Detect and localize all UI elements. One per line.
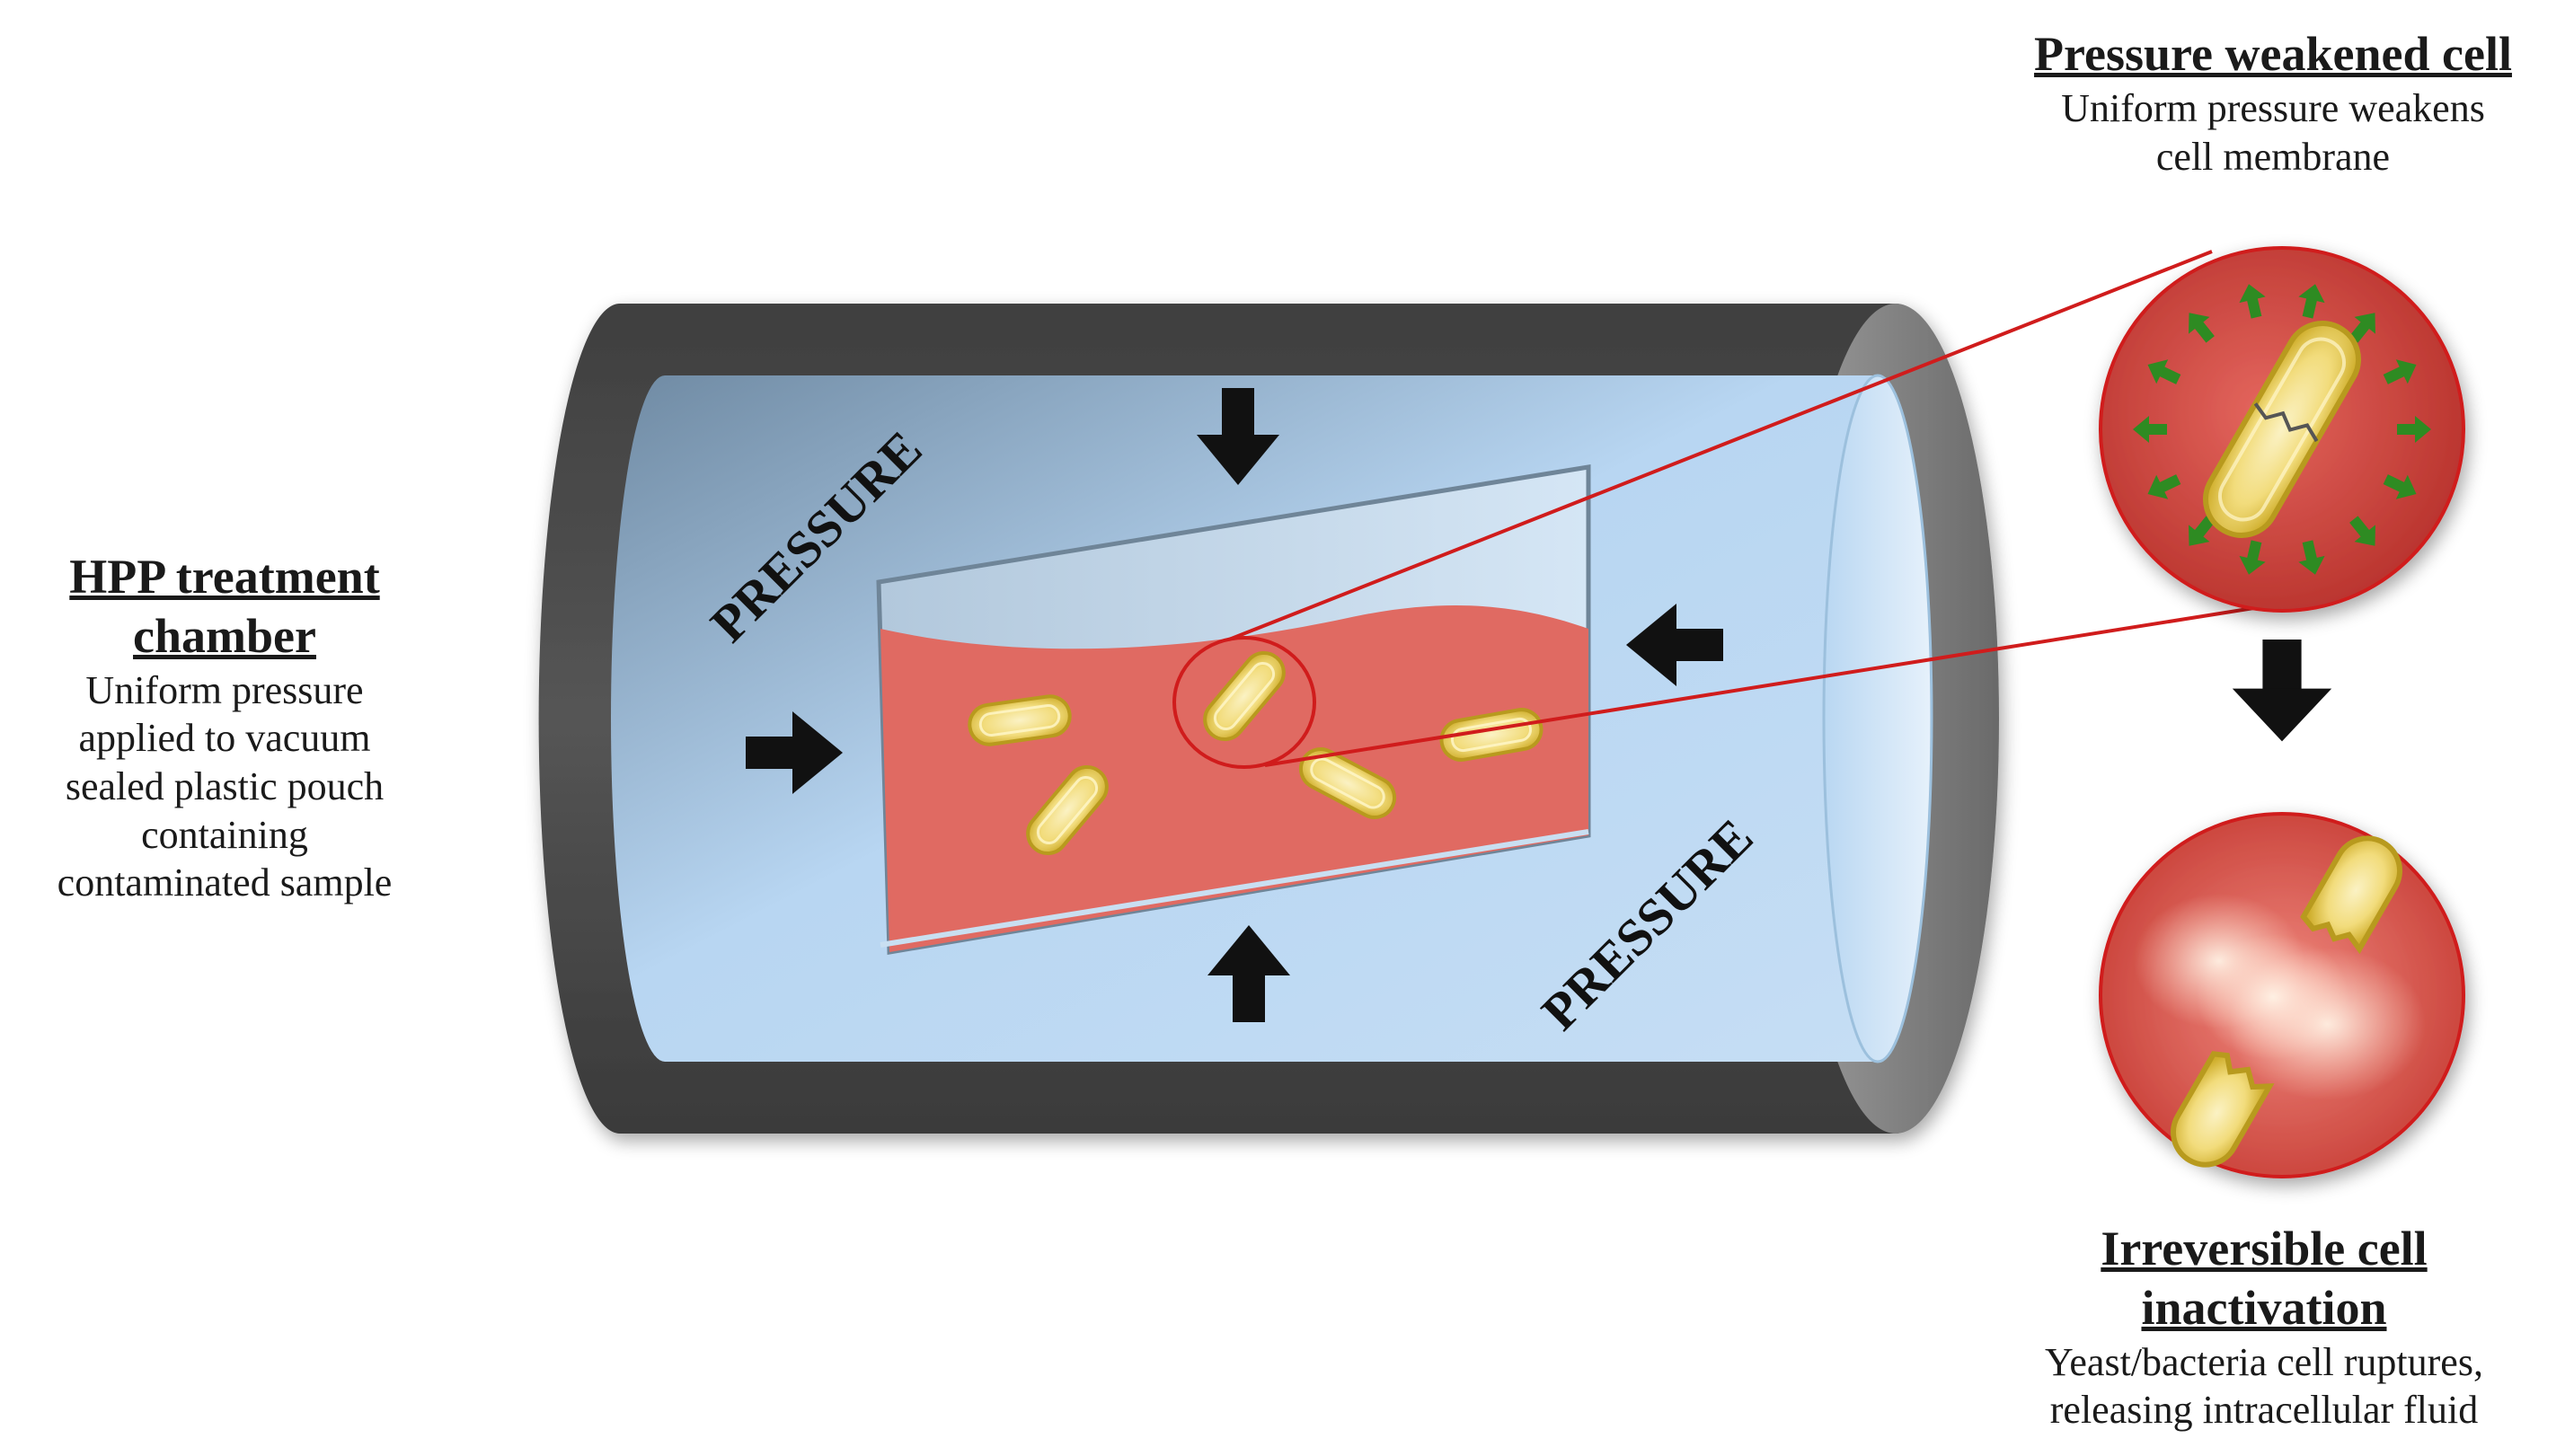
bacteria-cell-icon (1026, 764, 1109, 856)
weakened-cell-label: Pressure weakened cell Uniform pressure … (1986, 25, 2561, 181)
bacteria-cell-icon (1298, 747, 1397, 819)
inactivation-description: Yeast/bacteria cell ruptures, releasing … (2045, 1339, 2483, 1433)
weakened-bacteria-icon (2203, 321, 2361, 538)
bacteria-cell-icon (1439, 708, 1544, 762)
chamber-label-title: HPP treatment chamber (69, 550, 380, 663)
ruptured-cell-icon (2171, 835, 2402, 1168)
zoom-indicator (1172, 250, 2283, 769)
weakened-cell-description: Uniform pressure weakens cell membrane (2061, 85, 2485, 179)
inactivation-title: Irreversible cell inactivation (2101, 1222, 2428, 1335)
chamber-label-description: Uniform pressure applied to vacuum seale… (57, 667, 393, 905)
zoom-circle-small (1172, 636, 1316, 769)
weakened-cell-title: Pressure weakened cell (2034, 27, 2512, 81)
inactivation-label: Irreversible cell inactivation Yeast/bac… (1959, 1220, 2570, 1434)
bacteria-cell-icon (1203, 650, 1286, 742)
chamber-label: HPP treatment chamber Uniform pressure a… (9, 548, 440, 907)
bacteria-cell-icon (968, 694, 1072, 746)
bacteria-cells (968, 650, 1544, 856)
intracellular-fluid (2134, 894, 2426, 1100)
down-arrow-icon (2232, 640, 2332, 742)
contaminated-sample (880, 605, 1588, 952)
chamber-opening (1822, 374, 1933, 1063)
